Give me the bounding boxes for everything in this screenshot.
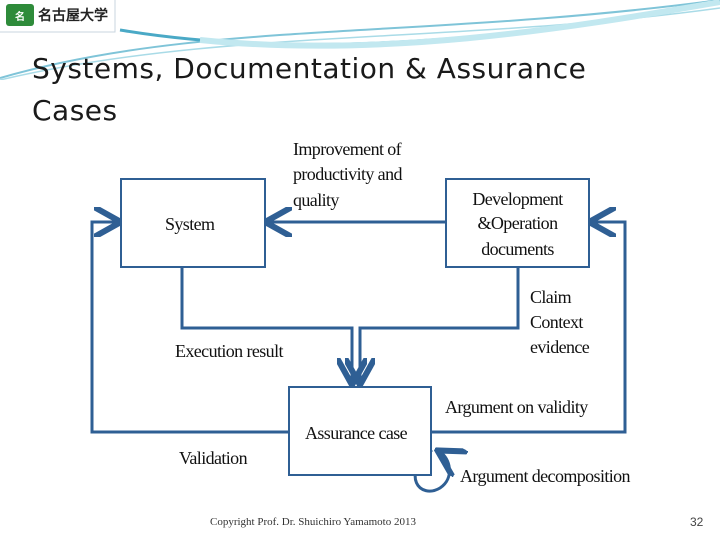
argument-validity-label: Argument on validity bbox=[445, 397, 588, 417]
arrow-claim-context bbox=[360, 268, 520, 382]
logo-mark-icon: 名 bbox=[6, 4, 34, 26]
header-decoration bbox=[0, 0, 720, 80]
development-label-2: &Operation bbox=[477, 213, 559, 233]
system-box bbox=[120, 178, 266, 268]
arrow-execution-result bbox=[180, 268, 352, 382]
copyright-footer: Copyright Prof. Dr. Shuichiro Yamamoto 2… bbox=[210, 516, 416, 528]
arrow-validation bbox=[90, 222, 288, 434]
argument-decomposition-label: Argument decomposition bbox=[460, 466, 631, 486]
development-label-3: documents bbox=[481, 239, 554, 259]
assurance-case-box bbox=[288, 386, 432, 476]
development-box bbox=[445, 178, 590, 268]
improvement-label-3: quality bbox=[293, 190, 339, 210]
logo-text: 名古屋大学 bbox=[38, 8, 108, 24]
improvement-label-1: Improvement of bbox=[293, 139, 402, 159]
assurance-case-label: Assurance case bbox=[305, 423, 408, 443]
slide-title: Systems, Documentation & Assurance Cases bbox=[32, 52, 587, 127]
evidence-label: evidence bbox=[530, 337, 590, 357]
arrow-argument-validity bbox=[432, 222, 627, 434]
system-label: System bbox=[165, 214, 215, 234]
page-number: 32 bbox=[690, 515, 704, 529]
execution-result-label: Execution result bbox=[175, 341, 283, 361]
development-label-1: Development bbox=[472, 189, 563, 209]
claim-label: Claim bbox=[530, 287, 572, 307]
context-label: Context bbox=[530, 312, 583, 332]
validation-label: Validation bbox=[179, 448, 248, 468]
improvement-label-2: productivity and bbox=[293, 164, 402, 184]
university-logo: 名 名古屋大学 bbox=[6, 4, 108, 26]
